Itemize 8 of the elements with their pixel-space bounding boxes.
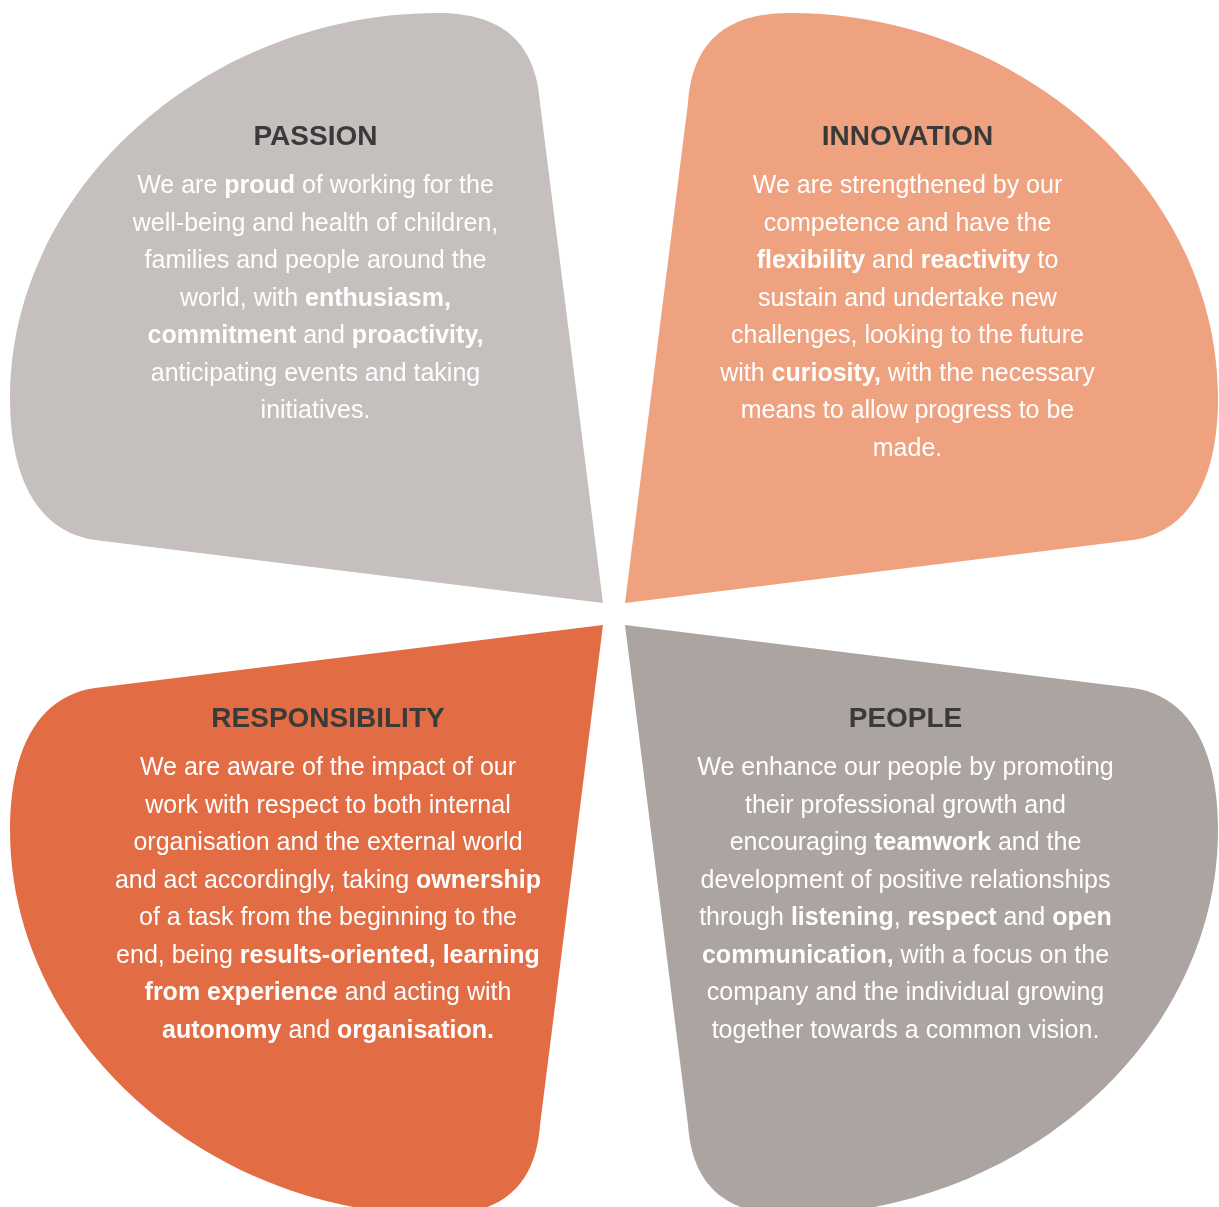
petal-heading: INNOVATION (820, 120, 995, 152)
petal-description: We are strengthened by our competence and have the flexibility and reactivity to sustain and undertake new challenges, looking to the future with curiosity, with the necessary means to allow progress to be made. (720, 169, 1095, 463)
petal-description: We enhance our people by promoting their professional growth and encouraging teamwork and the development of positive relationships through listening, respect and open communication, with a focus on the company and the individual growing together towards a common vision. (696, 751, 1115, 1045)
petal-description: We are aware of the impact of our work with respect to both internal organisation and the external world and act accordingly, taking ownership of a task from the beginning to the end, being results-oriented, learning from experience and acting with autonomy and organisation. (113, 751, 543, 1045)
petal-heading: PASSION (252, 120, 379, 152)
petal-description: We are proud of working for the well-being and health of children, families and people around the world, with enthusiasm, commitment and proactivity, anticipating events and taking initiatives. (131, 169, 500, 425)
petal-heading: PEOPLE (847, 702, 964, 734)
petal-heading: RESPONSIBILITY (210, 702, 446, 734)
